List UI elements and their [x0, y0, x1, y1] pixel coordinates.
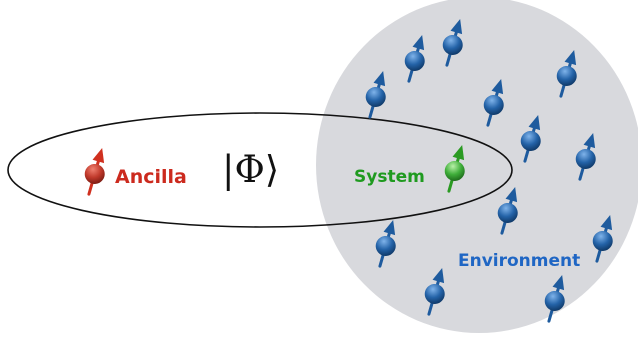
environment-spins [365, 19, 613, 323]
environment-spin-icon [520, 115, 541, 163]
state-ket-label: |Φ⟩ [222, 148, 279, 191]
environment-spin-icon [375, 220, 396, 268]
ancilla-label: Ancilla [115, 166, 187, 188]
environment-spin-icon [404, 35, 425, 83]
environment-spin-icon [483, 79, 504, 127]
environment-spin-icon [544, 275, 565, 323]
system-label: System [354, 167, 425, 187]
environment-spin-icon [497, 187, 518, 235]
environment-spin-icon [365, 71, 386, 119]
ancilla-spin-icon [84, 148, 105, 196]
environment-spin-icon [424, 268, 445, 316]
environment-disc [316, 0, 638, 333]
entanglement-ellipse [7, 112, 513, 228]
environment-spin-icon [592, 215, 613, 263]
system-spin-icon [444, 145, 465, 193]
environment-label: Environment [458, 251, 580, 271]
environment-spin-icon [556, 50, 577, 98]
environment-spin-icon [442, 19, 463, 67]
environment-spin-icon [575, 133, 596, 181]
